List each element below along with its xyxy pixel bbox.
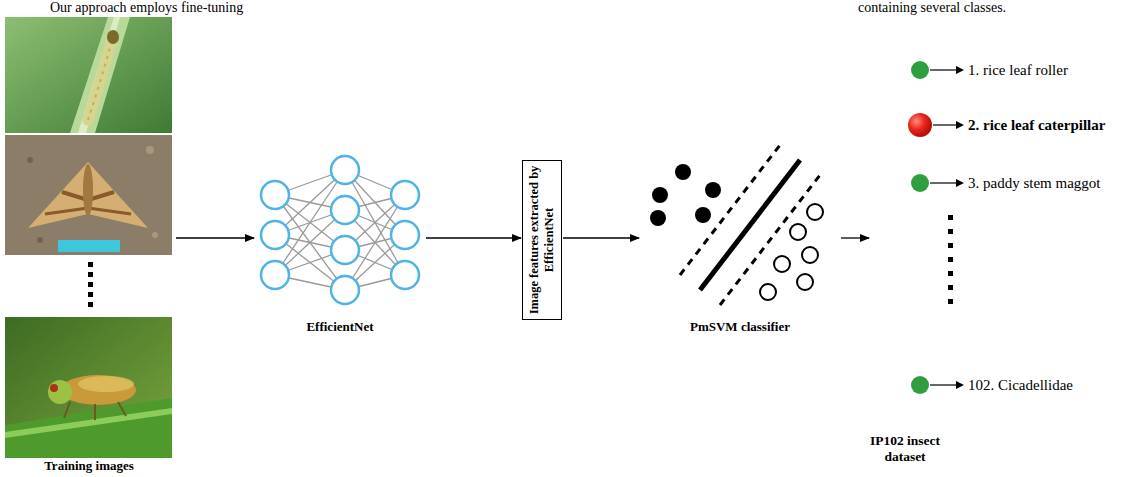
class-name: 1. rice leaf roller [968, 58, 1068, 82]
network-block: EfficientNet [255, 140, 425, 335]
node-label: Training images [44, 458, 134, 474]
paper-text: containing several classes. [858, 0, 1006, 15]
class-item: 102. Cicadellidae [900, 373, 1138, 397]
flow-arrow [563, 237, 639, 238]
flow-arrow [176, 237, 254, 238]
node-label: EfficientNet [306, 319, 373, 335]
svm-icon [650, 145, 823, 305]
class-item: 2. rice leaf caterpillar [900, 113, 1138, 137]
flow-arrow [841, 237, 869, 238]
ellipsis [88, 262, 93, 307]
feature-box: Image features extracted by EfficientNet [522, 160, 562, 320]
class-name: 102. Cicadellidae [968, 373, 1073, 397]
class-name: 3. paddy stem maggot [968, 171, 1100, 195]
flow-arrow [426, 237, 521, 238]
class-item: 1. rice leaf roller [900, 58, 1138, 82]
node-label: IP102 insect dataset [850, 433, 960, 465]
image-stack: Training images [3, 12, 175, 474]
node-label: PmSVM classifier [690, 319, 790, 335]
output-markers [908, 61, 964, 394]
class-name: 2. rice leaf caterpillar [968, 113, 1105, 137]
network-icon [261, 156, 419, 304]
photo-caterpillar [5, 17, 172, 133]
photo-leafhopper [5, 317, 172, 458]
paper-text: Our approach employs fine-tuning [50, 0, 243, 15]
node-label: Image features extracted by EfficientNet [527, 164, 557, 316]
photo-moth [5, 135, 172, 255]
class-item: 3. paddy stem maggot [900, 171, 1138, 195]
output-group: IP102 insect dataset1. rice leaf roller2… [870, 55, 1140, 465]
classifier-block: PmSVM classifier [640, 140, 840, 335]
